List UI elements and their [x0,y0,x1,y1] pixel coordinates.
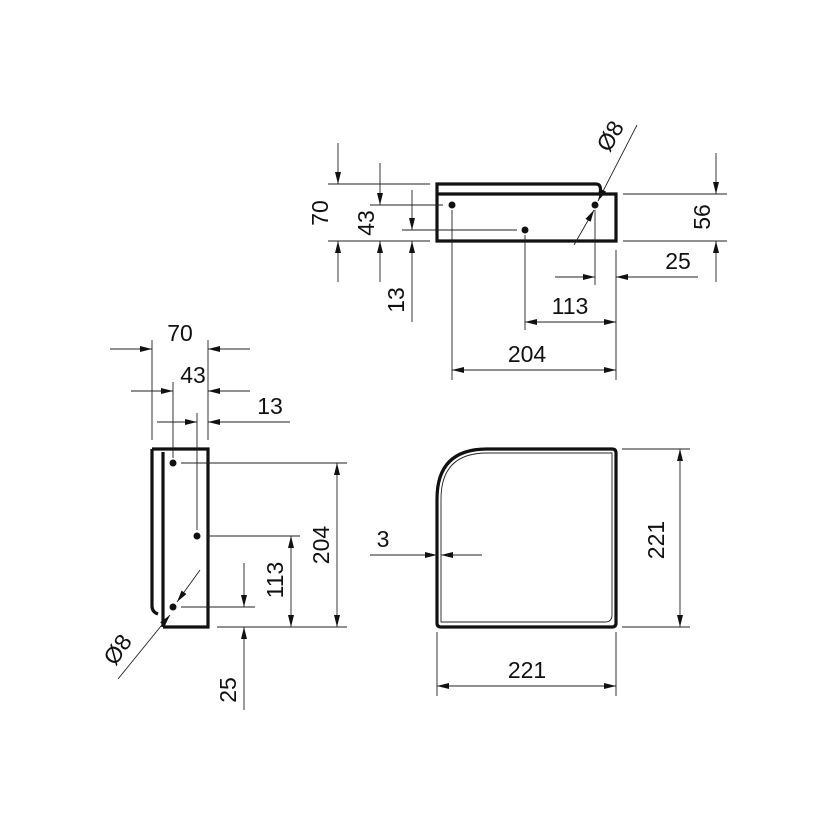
dim-top-56: 56 [689,204,715,230]
dim-front-width-221: 221 [508,657,546,683]
dim-side-70: 70 [167,320,193,346]
dim-top-70: 70 [307,200,333,226]
hole [169,459,177,467]
front-view-outline [435,447,618,629]
side-view-outline [150,447,210,629]
dim-side-13: 13 [257,393,283,419]
dim-front-height-221: 221 [643,521,669,559]
side-view: 70 43 13 204 113 25 Ø8 [98,320,347,710]
dim-top-204: 204 [508,341,547,367]
hole [193,532,201,540]
dim-side-113: 113 [262,562,288,599]
dim-front-thickness-3: 3 [377,526,390,552]
dim-top-113: 113 [552,293,589,319]
dim-side-204: 204 [308,526,334,565]
dim-top-25: 25 [665,248,691,274]
dim-side-25: 25 [215,677,241,703]
hole [521,226,529,234]
front-view: 221 221 3 [370,447,690,696]
dim-top-43: 43 [353,210,379,236]
hole [448,201,456,209]
hole [169,603,177,611]
dim-top-13: 13 [383,287,409,313]
dim-side-43: 43 [180,362,206,388]
hole [591,201,599,209]
dim-top-diameter: Ø8 [591,116,629,156]
top-view: 70 43 13 56 25 113 204 Ø8 [307,116,727,380]
